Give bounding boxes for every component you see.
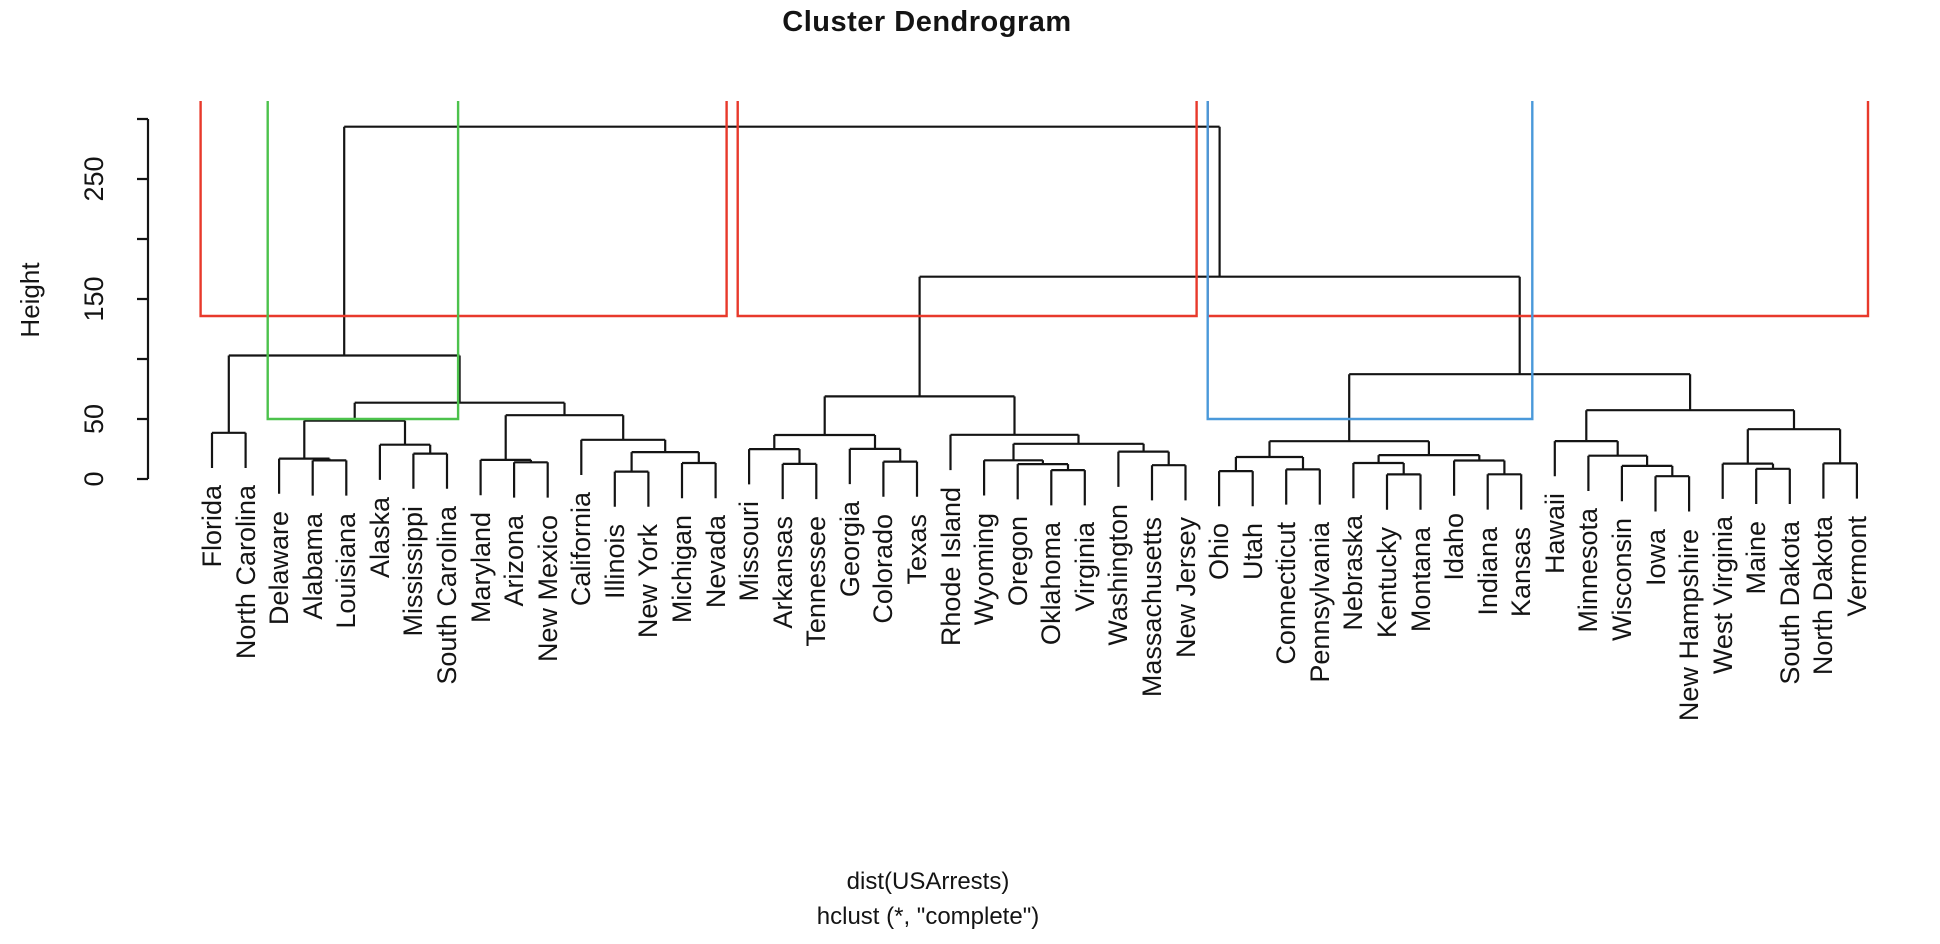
- leaf-label: Illinois: [599, 523, 630, 599]
- plot-title: Cluster Dendrogram: [782, 6, 1072, 38]
- leaf-label: Georgia: [834, 501, 865, 598]
- leaf-label: New Jersey: [1170, 517, 1201, 659]
- y-tick-label-50: 50: [79, 403, 109, 435]
- leaf-label: Indiana: [1472, 526, 1503, 616]
- leaf-label: Montana: [1405, 526, 1436, 632]
- leaf-label: Arkansas: [767, 516, 798, 629]
- leaf-label: Oregon: [1002, 516, 1033, 607]
- leaf-label: Ohio: [1204, 523, 1235, 581]
- leaf-label: Arizona: [499, 514, 530, 607]
- leaf-label: Maine: [1741, 521, 1772, 595]
- leaf-label: Nevada: [700, 515, 731, 609]
- leaf-label: New Mexico: [532, 514, 563, 662]
- leaf-label: Massachusetts: [1137, 517, 1167, 698]
- leaf-label: North Carolina: [230, 485, 261, 660]
- rect-h50-cluster-7: [1206, 101, 1534, 421]
- rect-k3-cluster-3: [1206, 101, 1870, 318]
- leaf-label: Mississippi: [398, 505, 429, 637]
- leaf-label: Michigan: [667, 515, 697, 624]
- leaf-label: South Dakota: [1774, 521, 1805, 685]
- leaf-label: Idaho: [1439, 512, 1470, 581]
- leaf-label: Tennessee: [801, 516, 832, 647]
- leaf-label: Kansas: [1506, 526, 1537, 617]
- leaf-label: Colorado: [868, 513, 899, 624]
- leaf-label: Washington: [1103, 503, 1134, 646]
- leaf-label: South Carolina: [432, 505, 462, 685]
- leaf-label: Vermont: [1841, 515, 1872, 617]
- leaf-label: Rhode Island: [935, 487, 966, 647]
- caption-method: hclust (*, "complete"): [816, 903, 1040, 930]
- leaf-label: Maryland: [465, 512, 496, 624]
- leaf-label: Texas: [902, 513, 932, 585]
- leaf-label: Wisconsin: [1606, 518, 1637, 642]
- leaf-label: Missouri: [734, 501, 765, 602]
- leaf-label: Connecticut: [1271, 521, 1302, 665]
- leaf-label: Oklahoma: [1036, 522, 1067, 646]
- leaf-label: New Hampshire: [1674, 528, 1705, 721]
- caption-distance: dist(USArrests): [846, 868, 1010, 895]
- rect-h50-cluster-2: [266, 101, 460, 421]
- leaf-label: Wyoming: [969, 512, 1000, 625]
- y-axis: [137, 117, 150, 481]
- leaf-label: Minnesota: [1573, 508, 1604, 633]
- leaf-label: Hawaii: [1539, 493, 1570, 575]
- leaf-label: North Dakota: [1808, 515, 1839, 675]
- leaf-label: Utah: [1237, 523, 1268, 581]
- leaf-label: Florida: [197, 485, 227, 568]
- leaf-label: Nebraska: [1338, 515, 1369, 631]
- leaf-label: Iowa: [1640, 528, 1671, 586]
- leaf-label: Pennsylvania: [1304, 521, 1335, 683]
- leaf-label: Alaska: [364, 496, 395, 578]
- rect-k3-cluster-2: [736, 101, 1198, 318]
- leaf-label: California: [566, 492, 597, 607]
- y-tick-label-250: 250: [79, 156, 109, 202]
- leaf-label: Delaware: [264, 510, 295, 625]
- leaf-label: Louisiana: [331, 512, 362, 629]
- leaf-label: New York: [633, 523, 664, 638]
- rect-k3-cluster-1: [199, 101, 728, 318]
- y-tick-label-150: 150: [79, 276, 109, 322]
- dendrogram-tree: [210, 125, 1858, 512]
- leaf-label: Virginia: [1069, 522, 1100, 612]
- leaf-label: Alabama: [297, 512, 328, 620]
- leaf-label: Kentucky: [1372, 526, 1402, 638]
- leaf-label: West Virginia: [1707, 515, 1738, 674]
